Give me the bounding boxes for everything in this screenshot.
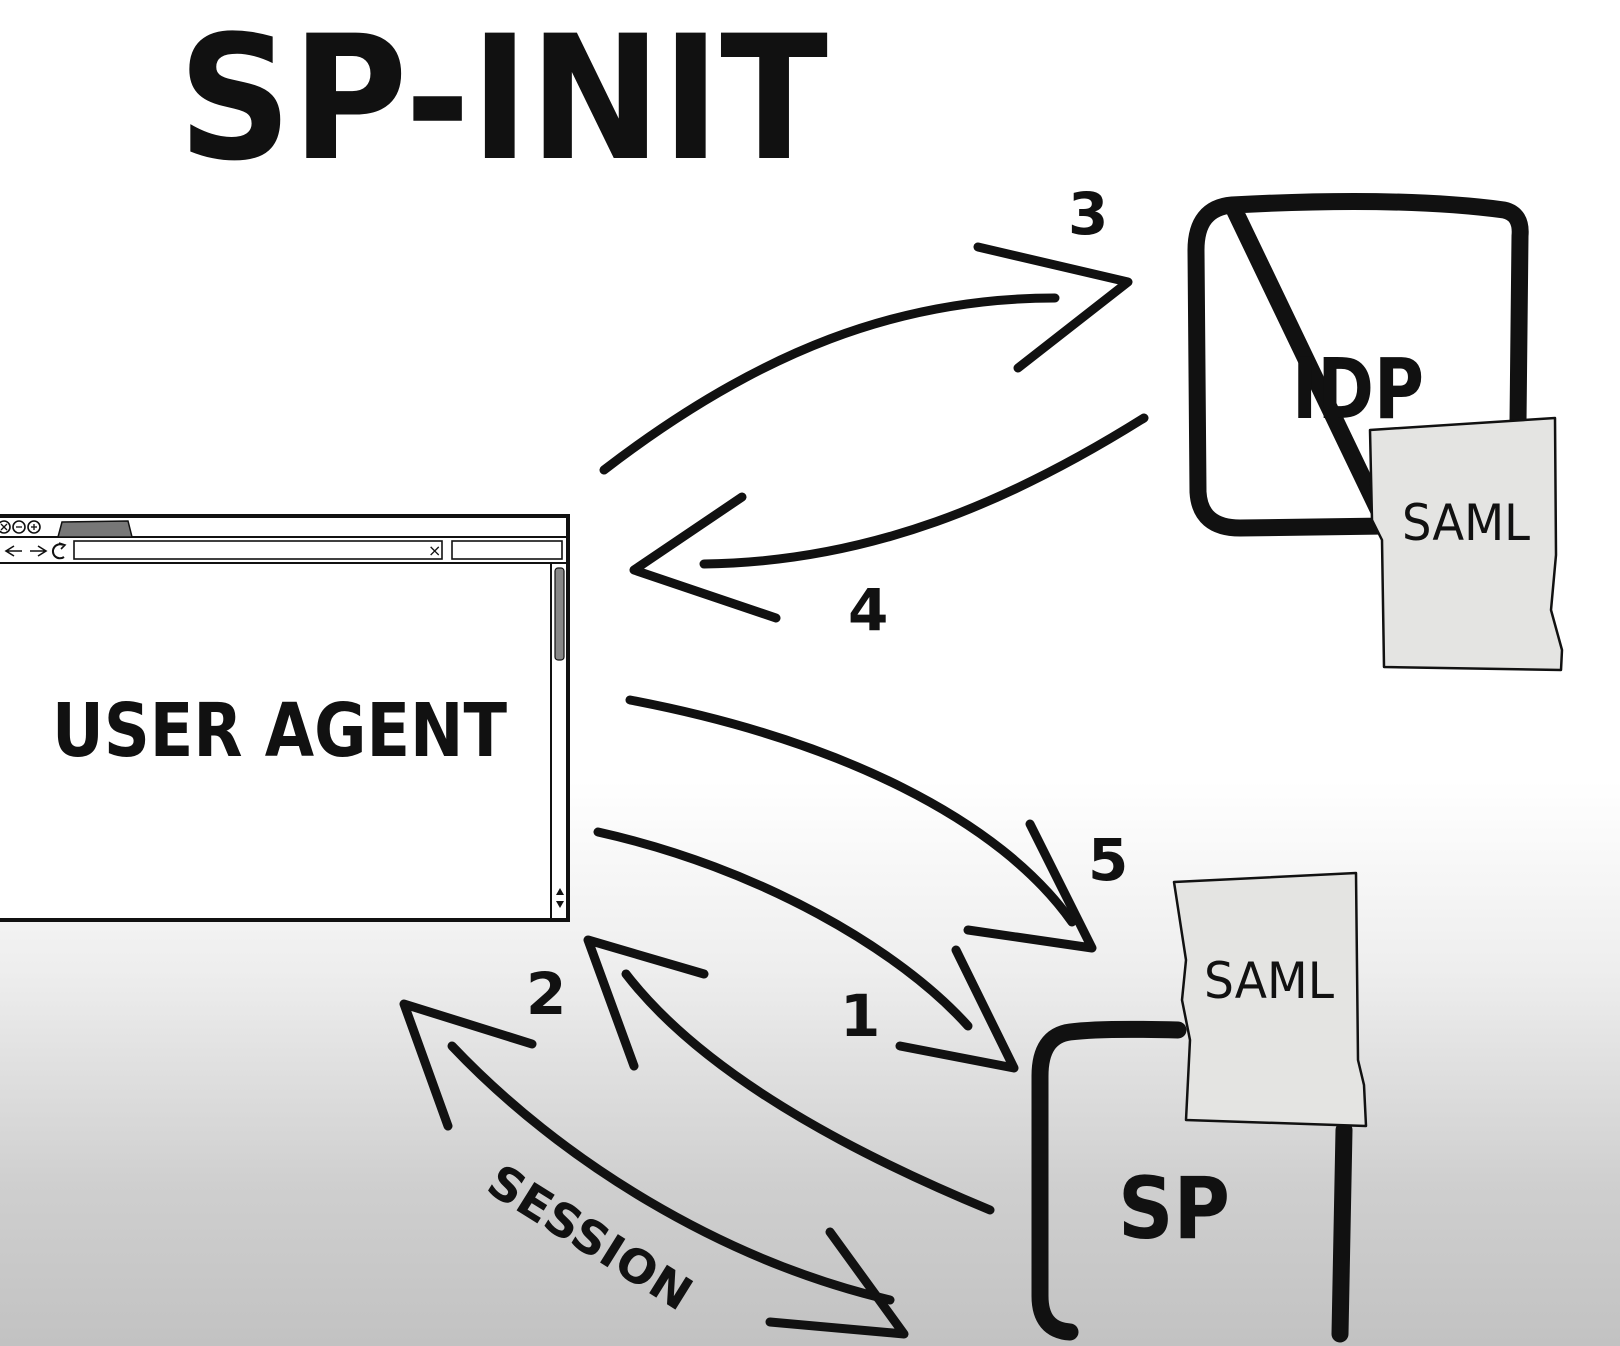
arrow-step-5 bbox=[625, 695, 1097, 953]
idp-label: IDP bbox=[1292, 340, 1424, 438]
browser-frame bbox=[0, 514, 570, 922]
browser-tab[interactable] bbox=[57, 520, 133, 538]
arrow-step-4 bbox=[629, 413, 1149, 623]
step-1-label: 1 bbox=[840, 982, 880, 1050]
step-5-label: 5 bbox=[1088, 826, 1128, 894]
scroll-arrows-icon[interactable] bbox=[556, 888, 564, 908]
reload-icon[interactable] bbox=[51, 542, 67, 560]
sp-label: SP bbox=[1118, 1159, 1230, 1259]
address-clear-icon[interactable]: × bbox=[428, 541, 441, 560]
arrow-step-1 bbox=[593, 827, 1019, 1073]
idp-saml-document bbox=[1368, 416, 1564, 672]
session-label: SESSION bbox=[478, 1154, 702, 1322]
scrollbar-thumb[interactable] bbox=[554, 567, 565, 661]
arrow-session bbox=[399, 999, 909, 1339]
sp-box bbox=[1031, 1020, 1353, 1343]
user-agent-label: USER AGENT bbox=[52, 688, 507, 774]
arrow-step-3 bbox=[599, 242, 1133, 475]
idp-box bbox=[1187, 192, 1529, 537]
search-bar[interactable] bbox=[451, 540, 563, 560]
step-4-label: 4 bbox=[848, 576, 888, 644]
diagram-title: SP-INIT bbox=[178, 0, 828, 199]
user-agent-browser: × USER AGENT bbox=[0, 514, 570, 922]
sp-saml-document bbox=[1172, 871, 1368, 1128]
step-2-label: 2 bbox=[526, 960, 566, 1028]
forward-arrow-icon[interactable] bbox=[30, 545, 48, 557]
window-controls-icon bbox=[0, 520, 41, 534]
step-3-label: 3 bbox=[1068, 180, 1108, 248]
sp-saml-label: SAML bbox=[1204, 952, 1334, 1010]
idp-saml-label: SAML bbox=[1402, 494, 1530, 552]
address-bar[interactable] bbox=[73, 540, 443, 560]
arrow-step-2 bbox=[583, 935, 995, 1215]
back-arrow-icon[interactable] bbox=[4, 545, 22, 557]
sp-node: SP SAML bbox=[1031, 871, 1368, 1343]
idp-node: IDP SAML bbox=[1187, 192, 1564, 672]
